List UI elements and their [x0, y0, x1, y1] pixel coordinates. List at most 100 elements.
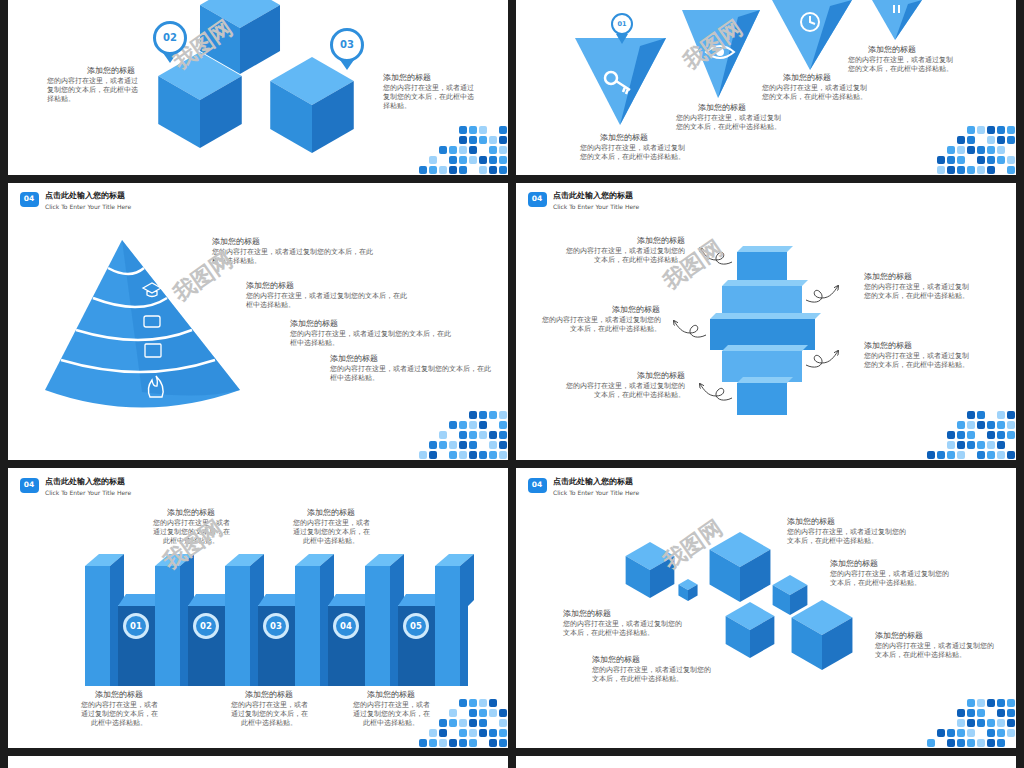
pixel-decoration — [489, 699, 497, 707]
block-stack — [158, 52, 242, 148]
slide-heading: 点击此处输入您的标题 — [45, 477, 245, 488]
pixel-decoration — [479, 431, 487, 439]
pixel-decoration — [469, 739, 477, 747]
ribbon — [118, 594, 155, 686]
item-body: 您的内容打在这里，或者通过复制您的文本后，在此框中选择粘贴。 — [350, 701, 432, 727]
item-body: 您的内容打在这里，或者通过复制您的文本后，在此框中选择粘贴。 — [830, 570, 955, 588]
slide-subheading: Click To Enter Your Title Here — [553, 203, 753, 211]
slide-subheading: Click To Enter Your Title Here — [45, 203, 245, 211]
slide-panel — [8, 183, 508, 460]
pixel-decoration — [957, 451, 965, 459]
inverted-pyramids — [616, 81, 630, 94]
pixel-decoration — [489, 156, 497, 164]
cube-cluster — [678, 579, 697, 601]
pixel-decoration — [449, 709, 457, 717]
pixel-decoration — [499, 411, 507, 419]
layer-stack — [806, 351, 838, 367]
pixel-decoration — [489, 431, 497, 439]
step-circle: 05 — [403, 613, 429, 639]
item-title: 添加您的标题 — [592, 655, 672, 666]
inverted-pyramids — [895, 0, 922, 40]
pixel-decoration — [967, 699, 975, 707]
item-title: 添加您的标题 — [875, 631, 955, 642]
pixel-decoration — [429, 166, 437, 174]
pixel-decoration — [957, 156, 965, 164]
pixel-decoration — [1007, 166, 1015, 174]
pixel-decoration — [967, 126, 975, 134]
pixel-decoration — [1007, 431, 1015, 439]
pixel-decoration — [479, 126, 487, 134]
node-label: 04 — [532, 481, 542, 489]
item-body: 您的内容打在这里，或者通过复制您的文本后，在此框中选择粘贴。 — [228, 701, 310, 727]
pixel-decoration — [977, 451, 985, 459]
pixel-decoration — [469, 156, 477, 164]
pixel-decoration — [967, 136, 975, 144]
pixel-decoration — [479, 166, 487, 174]
pixel-decoration — [957, 729, 965, 737]
item-title: 添加您的标题 — [330, 354, 410, 365]
item-body: 您的内容打在这里，或者通过复制您的文本后，在此框中选择粘贴。 — [246, 292, 411, 310]
pixel-decoration — [947, 431, 955, 439]
ribbon — [435, 554, 474, 686]
cone-pyramid — [143, 283, 161, 297]
cone-pyramid — [144, 316, 160, 327]
item-title: 添加您的标题 — [246, 281, 326, 292]
pixel-decoration — [469, 421, 477, 429]
item-title: 添加您的标题 — [212, 237, 292, 248]
pixel-decoration — [957, 719, 965, 727]
item-title: 添加您的标题 — [864, 272, 944, 283]
pixel-decoration — [469, 709, 477, 717]
pixel-decoration — [997, 421, 1005, 429]
pixel-decoration — [479, 709, 487, 717]
cone-pyramid — [145, 344, 161, 357]
pixel-decoration — [1007, 411, 1015, 419]
item-title: 添加您的标题 — [605, 236, 685, 247]
pixel-decoration — [479, 421, 487, 429]
pixel-decoration — [469, 431, 477, 439]
pixel-decoration — [469, 699, 477, 707]
section-badge: 04 — [528, 192, 547, 207]
inverted-pyramids — [872, 0, 922, 40]
pixel-decoration — [449, 421, 457, 429]
pixel-decoration — [489, 146, 497, 154]
pixel-decoration — [937, 166, 945, 174]
pixel-decoration — [459, 451, 467, 459]
pixel-decoration — [987, 146, 995, 154]
layer-stack — [710, 319, 815, 350]
inverted-pyramids — [575, 38, 666, 125]
pixel-decoration — [987, 431, 995, 439]
layer-stack — [737, 383, 787, 415]
node-label: 02 — [200, 622, 212, 631]
pixel-decoration — [499, 729, 507, 737]
cone-pyramid — [45, 240, 240, 408]
pixel-decoration — [967, 431, 975, 439]
pixel-decoration — [977, 739, 985, 747]
pixel-decoration — [419, 166, 427, 174]
slide-panel — [516, 183, 1016, 460]
item-body: 您的内容打在这里，或者通过复制您的文本后，在此框中选择粘贴。 — [848, 56, 953, 74]
pixel-decoration — [997, 709, 1005, 717]
pixel-decoration — [977, 441, 985, 449]
inverted-pyramids — [605, 72, 617, 84]
pixel-decoration — [977, 166, 985, 174]
pixel-decoration — [967, 441, 975, 449]
pixel-decoration — [1007, 451, 1015, 459]
pixel-decoration — [957, 441, 965, 449]
item-body: 您的内容打在这里，或者通过复制您的文本后，在此框中选择粘贴。 — [563, 620, 688, 638]
inverted-pyramids — [810, 0, 852, 70]
item-title: 添加您的标题 — [290, 319, 370, 330]
node-label: 01 — [130, 622, 142, 631]
item-body: 您的内容打在这里，或者通过复制您的文本后，在此框中选择粘贴。 — [875, 642, 1000, 660]
pixel-decoration — [489, 729, 497, 737]
item-body: 您的内容打在这里，或者通过复制您的文本后，在此框中选择粘贴。 — [592, 666, 717, 684]
pixel-decoration — [499, 156, 507, 164]
pixel-decoration — [419, 126, 1015, 747]
item-body: 您的内容打在这里，或者通过复制您的文本后，在此框中选择粘贴。 — [864, 283, 974, 301]
pixel-decoration — [1007, 719, 1015, 727]
layer-stack — [674, 321, 706, 337]
slide-subheading: Click To Enter Your Title Here — [553, 489, 753, 497]
pixel-decoration — [489, 709, 497, 717]
item-body: 您的内容打在这里，或者通过复制您的文本后，在此框中选择粘贴。 — [290, 519, 372, 545]
pixel-decoration — [489, 451, 497, 459]
pixel-decoration — [1007, 699, 1015, 707]
